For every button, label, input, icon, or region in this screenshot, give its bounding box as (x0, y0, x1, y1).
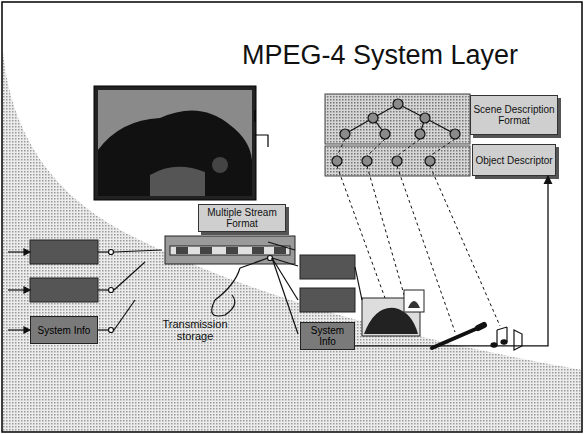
note-label: Transmission storage (150, 318, 240, 342)
multiplex-stream (165, 236, 295, 264)
media-objects (355, 267, 522, 350)
output-streams (240, 242, 355, 334)
system-info-box: System Info (300, 322, 355, 350)
halftone-band (2, 40, 582, 432)
channel-loop (212, 268, 240, 316)
bracket-mark (255, 110, 268, 147)
signal-arrow (355, 176, 548, 346)
box-text: System Info (302, 325, 353, 347)
slide-title: MPEG-4 System Layer (242, 40, 518, 71)
photo-illustration (94, 86, 256, 200)
format-label-box: Scene Description Format (470, 95, 558, 135)
box-text: Scene Description Format (473, 104, 555, 126)
format-label-box: Object Descriptor (472, 144, 556, 176)
box-text: Object Descriptor (475, 155, 552, 166)
box-text: Multiple Stream Format (201, 207, 283, 229)
scene-tree (325, 94, 470, 144)
format-label-box: Multiple Stream Format (198, 204, 286, 232)
system-info-box: System Info (30, 316, 98, 344)
box-text: System Info (38, 325, 91, 336)
